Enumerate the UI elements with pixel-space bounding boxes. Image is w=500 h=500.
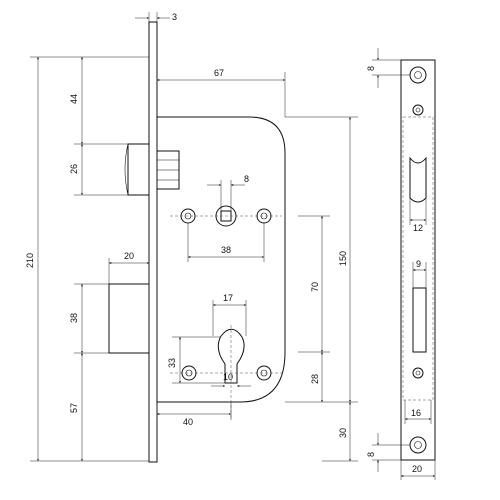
dim-strike-bolt-width: 9: [416, 259, 421, 269]
dim-follower-square: 8: [244, 174, 249, 184]
lock-body-view: [108, 21, 286, 463]
faceplate: [148, 21, 158, 463]
dim-backset: 67: [214, 68, 224, 78]
dim-bolt-height: 38: [69, 313, 79, 323]
dim-body-bottom: 30: [338, 428, 348, 438]
strike-screw-mid-lower: [412, 367, 424, 379]
dim-bolt-bottom: 57: [69, 403, 79, 413]
cylinder-fixing-hole-left: [181, 365, 197, 381]
dim-cylinder-backset: 40: [183, 417, 193, 427]
strike-bolt-opening: [412, 287, 427, 353]
dim-cylinder-width: 17: [223, 293, 233, 303]
dim-height-total: 210: [25, 253, 35, 268]
strike-latch-opening: [409, 156, 427, 203]
dead-bolt: [108, 283, 150, 354]
latch-bolt: [124, 143, 180, 196]
cylinder-cutout: [217, 328, 245, 384]
dimension-labels: 3 67 44 26 8 38 210 20 150 70 38 17 33 1…: [25, 12, 423, 474]
dim-strike-bottom-offset: 8: [366, 452, 376, 457]
dim-latch-height: 26: [69, 164, 79, 174]
strike-screw-top: [409, 66, 427, 84]
strike-plate: [400, 59, 436, 461]
dim-fixing-hole-spacing: 38: [221, 245, 231, 255]
dim-body-height: 150: [338, 251, 348, 266]
strike-screw-bottom: [409, 436, 427, 454]
cylinder-fixing-hole-right: [256, 365, 272, 381]
dim-cylinder-height: 33: [167, 358, 177, 368]
dim-cylinder-offset: 28: [310, 374, 320, 384]
dim-faceplate-thickness: 3: [172, 12, 177, 22]
strike-recess: [402, 116, 434, 401]
dim-strike-width: 20: [412, 464, 422, 474]
dim-strike-top-offset: 8: [366, 66, 376, 71]
dim-centre-distance: 70: [310, 282, 320, 292]
lock-case: [157, 116, 286, 403]
dim-cylinder-pin-width: 10: [223, 372, 233, 382]
fixing-hole-right: [256, 208, 272, 224]
dim-bolt-throw: 20: [124, 251, 134, 261]
dim-latch-height-top: 44: [69, 94, 79, 104]
dim-strike-latch-width: 12: [413, 223, 423, 233]
strike-screw-mid-upper: [412, 104, 424, 116]
dim-strike-bolt-opening: 16: [411, 408, 421, 418]
dimension-lines: [30, 12, 436, 480]
